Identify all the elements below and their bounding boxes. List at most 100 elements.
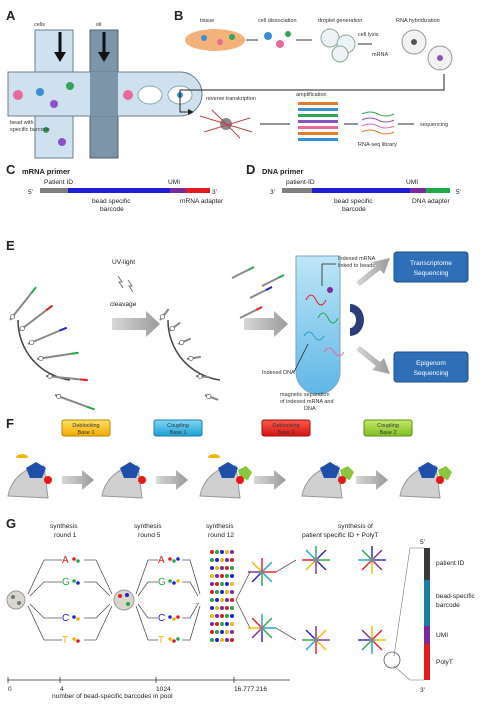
library-label: RNA-seq library [358, 142, 397, 148]
bead-icon [313, 557, 319, 563]
droplet-label: droplet generation [318, 18, 362, 24]
transfer-arrow [244, 311, 288, 337]
dna-umi-segment [410, 188, 426, 193]
indexed-dna-label: Indexed DNA [262, 370, 295, 376]
coupling-1-label-1: Coupling [167, 423, 189, 429]
droplet-icon [137, 85, 163, 105]
base-letter: A [62, 555, 69, 566]
bead-icon [220, 622, 224, 626]
bead-icon [123, 90, 133, 100]
coupling-2-label-2: Base 2 [379, 430, 396, 436]
merge-lines-2 [182, 559, 201, 641]
base-block [26, 462, 46, 478]
hybridization-label: RNA hybridization [396, 18, 440, 24]
rt-label: reverse transkription [206, 96, 256, 102]
round-12-beads [210, 550, 234, 642]
protecting-group-icon [16, 454, 28, 458]
zoom-circle [383, 651, 401, 669]
round-12-label-2: round 12 [208, 532, 234, 539]
cell-icon [276, 40, 284, 48]
bead-icon [220, 606, 224, 610]
bead-icon [210, 558, 214, 562]
bead-icon [72, 557, 76, 561]
mrna-three-prime: 3' [212, 189, 217, 196]
dna-adapter-segment [426, 188, 450, 193]
mrna-barcode-segment [68, 188, 170, 193]
split-lines-4 [275, 559, 297, 641]
blocking-group-icon [44, 476, 52, 484]
mrna-barcode-label-2: barcode [100, 206, 124, 213]
linker-icon [169, 326, 175, 332]
dna-five-prime: 5' [456, 189, 461, 196]
lightning-icon [127, 279, 134, 293]
bead-icon [176, 579, 180, 583]
bead-icon [172, 617, 176, 621]
epigenom-label-1: Epigenom [416, 360, 446, 367]
axis-tick-label: 16.777.216 [234, 686, 267, 693]
final-beads [248, 546, 386, 654]
tissue-icon [185, 29, 245, 51]
bead-icon [220, 638, 224, 642]
deblocking-2-label-2: Base 2 [277, 430, 294, 436]
to-transcriptome-arrow [356, 258, 390, 286]
blocking-group-icon [338, 476, 346, 484]
axis-tick-label: 4 [60, 686, 64, 693]
bead-icon [215, 566, 219, 570]
round-12-label-1: synthesis [206, 523, 234, 530]
bead-icon [210, 566, 214, 570]
bead-icon [210, 606, 214, 610]
bead-icon [210, 630, 214, 634]
bead-icon [72, 579, 76, 583]
cell-icon [285, 31, 291, 37]
bead-icon [230, 574, 234, 578]
bead-icon [225, 550, 229, 554]
cdna-strands [199, 109, 253, 139]
split-lines-3 [235, 571, 251, 629]
panel-b-label: B [174, 8, 183, 23]
linker-icon [159, 314, 165, 320]
base-letter: C [158, 613, 165, 624]
linker-icon [188, 355, 194, 361]
bead-icon [220, 574, 224, 578]
droplet-icon [331, 45, 349, 63]
panel-e: E UV-light cleavage Indexed mRNA linked … [6, 238, 469, 412]
bead-icon [36, 88, 44, 96]
panel-f: F Deblocking Base 1 Coupling Base 1 Debl… [6, 416, 452, 499]
dna-strand [303, 331, 325, 341]
panel-a: A cells oil bead with specific barcode [6, 8, 203, 159]
deblocking-2-box: Deblocking Base 2 [261, 419, 311, 437]
oligos-left [9, 286, 95, 411]
bead-icon [13, 90, 23, 100]
step-arrow [254, 470, 286, 490]
linker-icon [56, 393, 62, 399]
mrna-barcode-label-1: bead specific [92, 198, 131, 205]
final-synthesis-label-1: synthesis of [338, 523, 373, 530]
linker-icon [206, 393, 212, 399]
round-1-label-2: round 1 [54, 532, 77, 539]
bead-icon [230, 590, 234, 594]
base-letter: C [62, 613, 69, 624]
legend-umi-label: UMI [436, 632, 448, 639]
bead-icon [72, 615, 76, 619]
round-1-label-1: synthesis [50, 523, 78, 530]
bead-icon [215, 582, 219, 586]
bead-icon [220, 598, 224, 602]
base-block [320, 462, 340, 478]
panel-a-label: A [6, 8, 16, 23]
bead-icon [220, 614, 224, 618]
bead-icon [225, 574, 229, 578]
mrna-strand [317, 312, 339, 324]
epigenom-sequencing-box: Epigenom Sequencing [393, 351, 469, 383]
coupling-1-box: Coupling Base 1 [153, 419, 203, 437]
bead-icon [210, 598, 214, 602]
tube-icon [295, 255, 341, 395]
cleavage-arrow [112, 311, 160, 337]
magnetic-label-3: DNA [304, 406, 316, 412]
bead-icon [176, 615, 180, 619]
mrna-adapter-segment [186, 188, 210, 193]
legend-polyt-segment [424, 644, 430, 680]
bead-icon [225, 598, 229, 602]
bead-icon [176, 557, 180, 561]
